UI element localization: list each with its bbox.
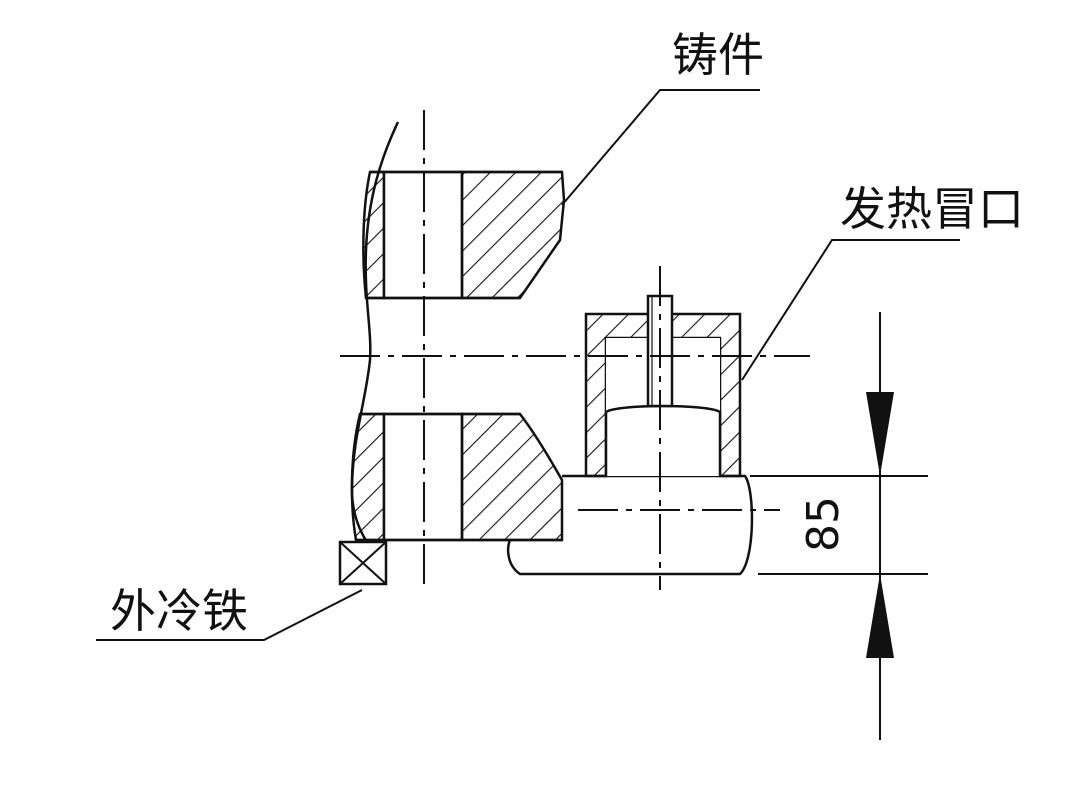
center-lines — [340, 110, 810, 590]
external-chill — [338, 540, 388, 586]
casting-pad — [506, 474, 754, 576]
leader-lines — [96, 89, 960, 641]
dimension-85 — [750, 312, 928, 740]
external-chill-label: 外冷铁 — [110, 584, 248, 638]
casting-label: 铸件 — [672, 28, 764, 82]
upper-casting-section — [362, 170, 566, 300]
heating-riser-label: 发热冒口 — [840, 182, 1024, 236]
dimension-value: 85 — [798, 496, 849, 552]
heating-riser — [584, 294, 742, 478]
lower-casting-section — [350, 412, 564, 542]
